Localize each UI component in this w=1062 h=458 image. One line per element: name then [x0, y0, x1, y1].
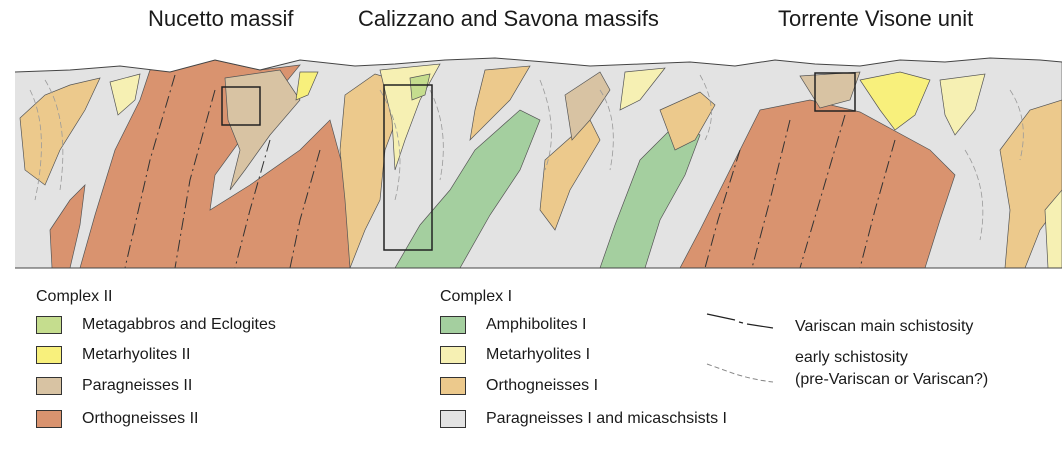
- swatch-metarhyolites-i: [440, 346, 466, 364]
- legend-item-amphibolites: Amphibolites I: [440, 316, 587, 334]
- legend-item-paragneisses-ii: Paragneisses II: [36, 377, 192, 395]
- complex-i-heading: Complex I: [440, 288, 512, 306]
- swatch-paragneisses-i: [440, 410, 466, 428]
- legend-label: Paragneisses I and micaschsists I: [486, 410, 727, 428]
- swatch-amphibolites: [440, 316, 466, 334]
- early-schistosity-label-2: (pre-Variscan or Variscan?): [795, 369, 988, 391]
- legend-item-metarhyolites-ii: Metarhyolites II: [36, 346, 190, 364]
- legend-label: Metagabbros and Eclogites: [82, 316, 276, 334]
- legend-label: Paragneisses II: [82, 377, 192, 395]
- swatch-metagabbros: [36, 316, 62, 334]
- legend-label: Metarhyolites I: [486, 346, 590, 364]
- legend-label: Metarhyolites II: [82, 346, 190, 364]
- swatch-paragneisses-ii: [36, 377, 62, 395]
- geological-cross-section: [0, 0, 1062, 275]
- swatch-orthogneisses-i: [440, 377, 466, 395]
- legend-item-orthogneisses-i: Orthogneisses I: [440, 377, 598, 395]
- main-schistosity-label: Variscan main schistosity: [795, 316, 973, 338]
- swatch-orthogneisses-ii: [36, 410, 62, 428]
- legend-item-paragneisses-i: Paragneisses I and micaschsists I: [440, 410, 727, 428]
- legend-label: Orthogneisses I: [486, 377, 598, 395]
- legend-item-orthogneisses-ii: Orthogneisses II: [36, 410, 199, 428]
- swatch-metarhyolites-ii: [36, 346, 62, 364]
- main-schistosity-symbol: [705, 310, 775, 330]
- legend-item-metarhyolites-i: Metarhyolites I: [440, 346, 590, 364]
- legend-item-metagabbros: Metagabbros and Eclogites: [36, 316, 276, 334]
- early-schistosity-label: early schistosity: [795, 347, 908, 369]
- legend-label: Amphibolites I: [486, 316, 587, 334]
- legend-label: Orthogneisses II: [82, 410, 199, 428]
- complex-ii-heading: Complex II: [36, 288, 112, 306]
- early-schistosity-symbol: [705, 360, 775, 390]
